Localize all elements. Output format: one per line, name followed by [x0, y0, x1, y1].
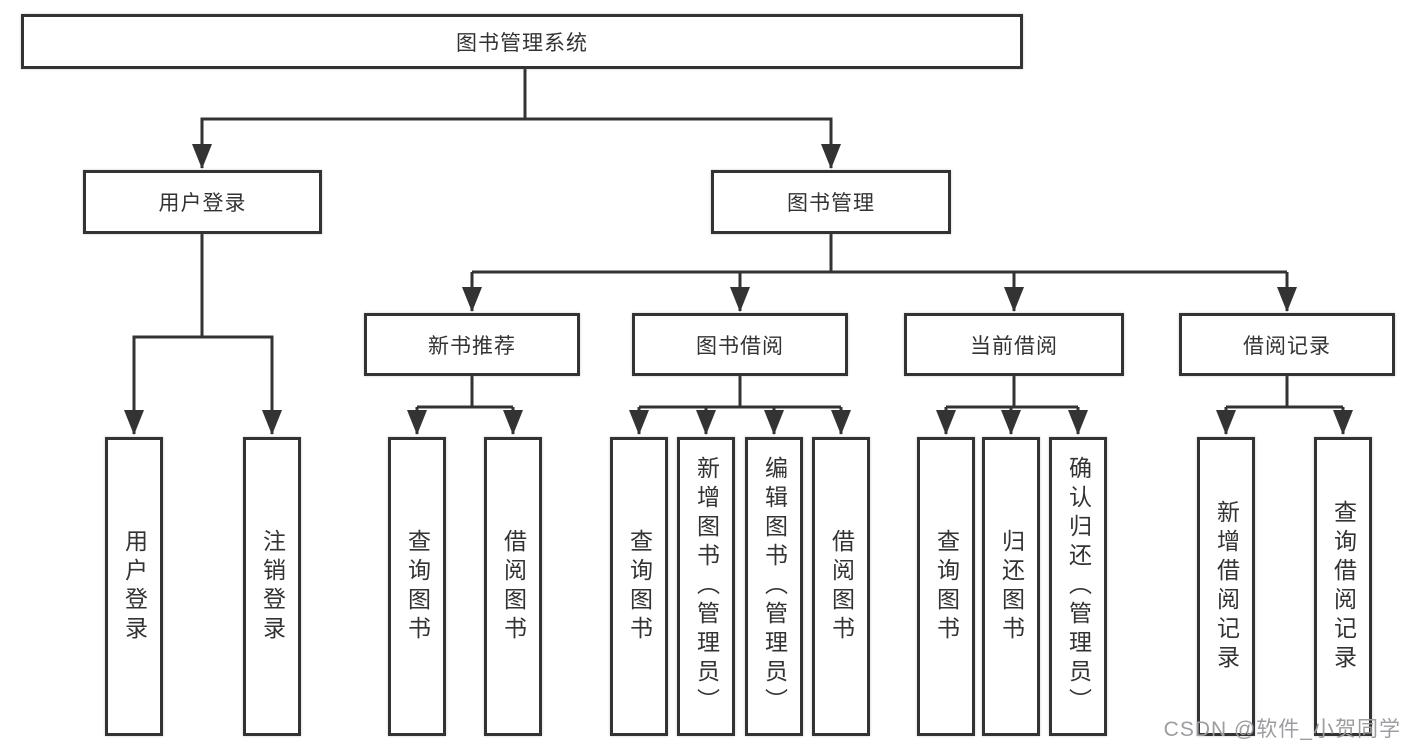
leaf-user-login: 用户登录: [105, 437, 163, 736]
leaf-logout-label: 注销登录: [259, 528, 286, 645]
connector-records-branch: [1216, 376, 1353, 435]
leaf-borrow-edit-books-admin-label: 编辑图书（管理员）: [761, 456, 788, 717]
node-current-borrow: 当前借阅: [904, 313, 1124, 376]
node-book-borrow-label: 图书借阅: [696, 334, 784, 358]
leaf-recommend-query-books: 查询图书: [388, 437, 446, 736]
leaf-records-add-record: 新增借阅记录: [1197, 437, 1255, 736]
leaf-borrow-add-books-admin: 新增图书（管理员）: [677, 437, 735, 736]
leaf-current-confirm-return-admin-label: 确认归还（管理员）: [1065, 456, 1092, 717]
leaf-borrow-borrow-books: 借阅图书: [812, 437, 870, 736]
node-user-login-label: 用户登录: [158, 192, 247, 215]
node-book-management-label: 图书管理: [787, 192, 875, 215]
node-book-management: 图书管理: [711, 170, 951, 234]
connector-recommend-branch: [407, 376, 523, 435]
node-user-login: 用户登录: [83, 170, 322, 234]
connector-book-management-branch: [462, 234, 1297, 312]
node-new-book-recommend-label: 新书推荐: [428, 334, 516, 358]
leaf-current-query-books: 查询图书: [917, 437, 975, 736]
connector-current-branch: [936, 376, 1088, 435]
connector-borrow-branch: [629, 376, 851, 435]
node-root: 图书管理系统: [21, 14, 1023, 69]
node-root-label: 图书管理系统: [456, 31, 588, 55]
leaf-user-login-label: 用户登录: [121, 528, 148, 645]
leaf-recommend-borrow-books-label: 借阅图书: [500, 528, 527, 645]
csdn-watermark: CSDN @软件_小贺同学: [1163, 718, 1401, 741]
node-new-book-recommend: 新书推荐: [364, 313, 580, 376]
node-borrow-records-label: 借阅记录: [1243, 334, 1331, 358]
leaf-recommend-query-books-label: 查询图书: [404, 528, 431, 645]
leaf-borrow-query-books: 查询图书: [610, 437, 668, 736]
leaf-borrow-borrow-books-label: 借阅图书: [828, 528, 855, 645]
leaf-borrow-edit-books-admin: 编辑图书（管理员）: [745, 437, 803, 736]
leaf-borrow-add-books-admin-label: 新增图书（管理员）: [693, 456, 720, 717]
leaf-current-return-books: 归还图书: [982, 437, 1040, 736]
node-borrow-records: 借阅记录: [1179, 313, 1395, 376]
connector-root-branch: [192, 69, 841, 169]
leaf-records-query-record: 查询借阅记录: [1314, 437, 1372, 736]
leaf-current-return-books-label: 归还图书: [998, 528, 1025, 645]
leaf-records-add-record-label: 新增借阅记录: [1213, 499, 1240, 674]
leaf-current-query-books-label: 查询图书: [933, 528, 960, 645]
leaf-current-confirm-return-admin: 确认归还（管理员）: [1049, 437, 1107, 736]
leaf-recommend-borrow-books: 借阅图书: [484, 437, 542, 736]
node-book-borrow: 图书借阅: [632, 313, 848, 376]
leaf-borrow-query-books-label: 查询图书: [626, 528, 653, 645]
connector-user-login-branch: [124, 234, 282, 435]
node-current-borrow-label: 当前借阅: [970, 334, 1058, 358]
leaf-records-query-record-label: 查询借阅记录: [1330, 499, 1357, 674]
leaf-logout: 注销登录: [243, 437, 301, 736]
